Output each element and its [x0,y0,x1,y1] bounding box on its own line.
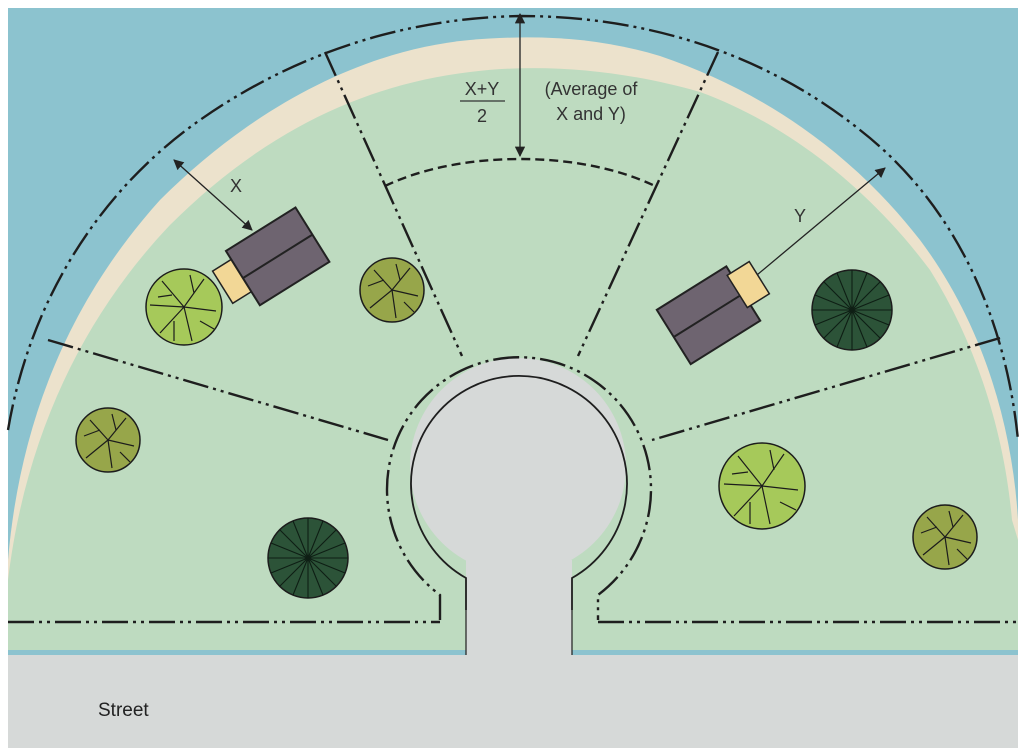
access-road [466,560,572,660]
tree-dark-1 [267,517,349,599]
road-edge [465,610,573,655]
street-label: Street [98,700,149,721]
avg-note-line2: X and Y) [556,104,626,124]
avg-note-line1: (Average of [545,79,639,99]
front-lot-line [385,356,653,620]
side-lot-line-1 [47,338,389,442]
house-left [211,206,331,307]
porch-right [726,260,771,309]
tree-light-1 [145,268,223,346]
side-lot-line-4 [651,336,1001,442]
dim-y-arrow [744,167,886,286]
avg-numerator: X+Y [465,79,500,99]
side-lot-line-3 [576,51,720,357]
dim-y-label: Y [794,206,806,226]
setback-line [384,157,656,188]
house-right [655,260,771,366]
tree-olive-3 [912,504,978,570]
cul-de-sac [410,358,626,574]
cul-de-sac-curb [410,374,628,610]
tree-olive-1 [359,257,425,323]
street [8,655,1018,748]
tree-light-2 [718,442,806,530]
avg-denominator: 2 [477,106,487,126]
dim-x-label: X [230,176,242,196]
side-lot-line-2 [323,51,464,357]
dim-x-arrow [173,159,253,231]
tree-olive-2 [75,407,141,473]
tree-dark-2 [811,269,893,351]
